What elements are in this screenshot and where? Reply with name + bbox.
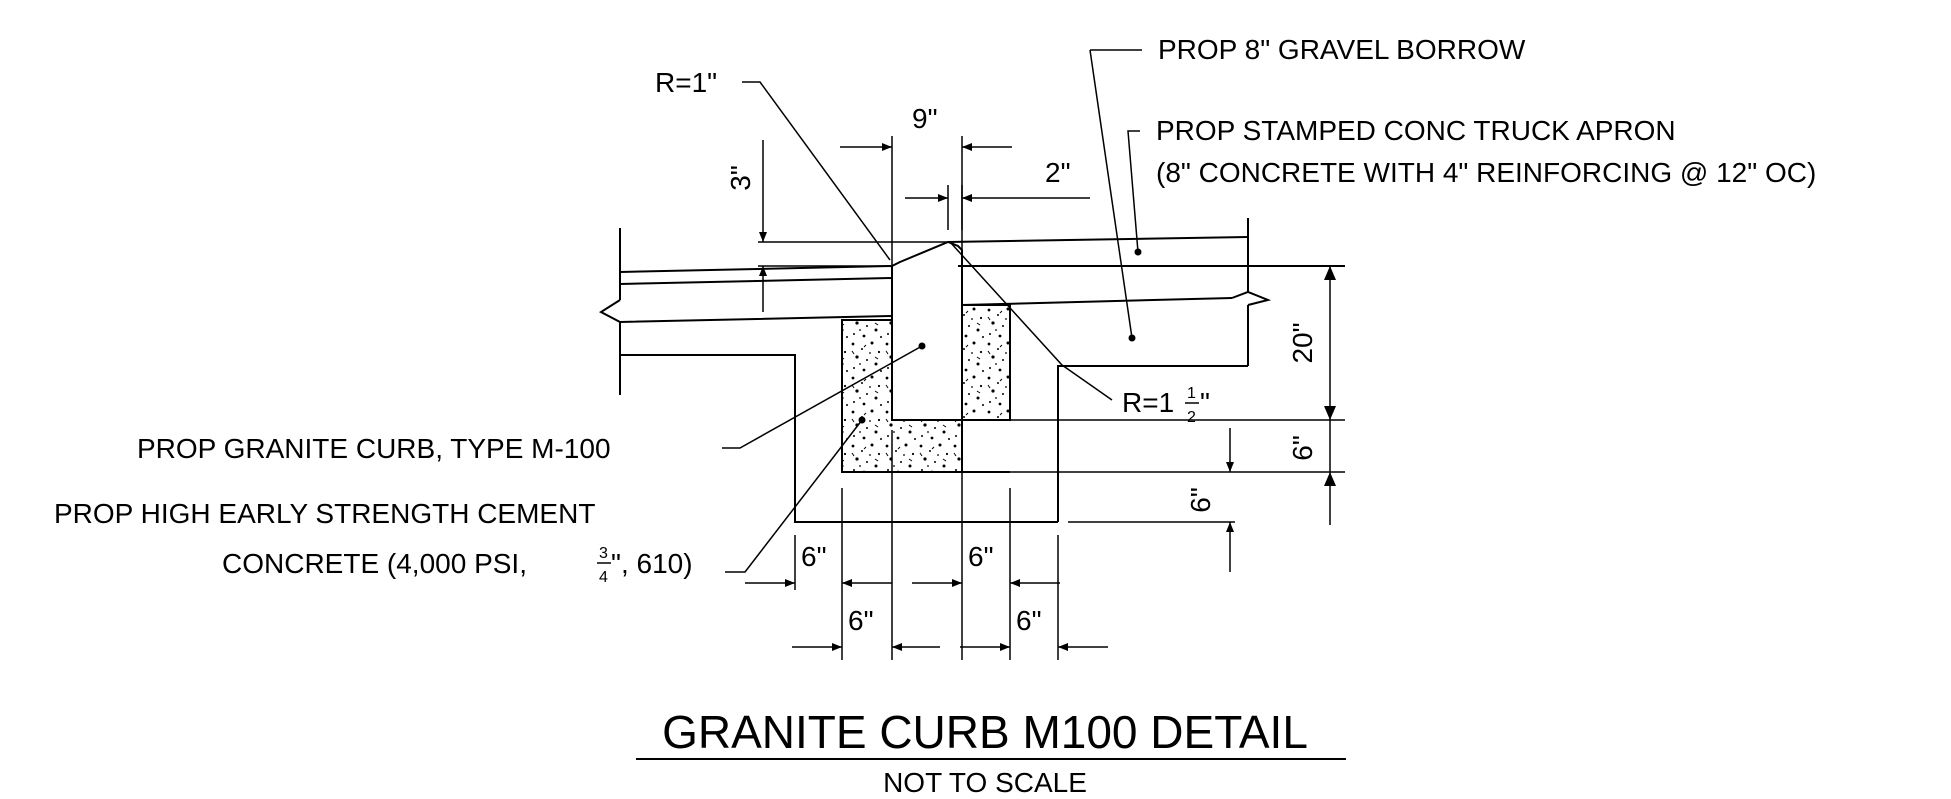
leader-apron [1127,130,1140,253]
dim-3in-label: 3" [725,165,756,191]
dim-6in-right-label: 6" [1287,435,1318,461]
dim-6in-right [1010,471,1345,486]
leader-concrete [725,419,863,573]
svg-text:CONCRETE (4,000 PSI,: CONCRETE (4,000 PSI, [222,548,527,579]
callout-gravel: PROP 8" GRAVEL BORROW [1158,34,1526,65]
bottom-dim-extensions [794,430,1059,660]
svg-text:": " [1200,387,1210,418]
dim-2in-label: 2" [1045,157,1071,188]
dim-6in-bedding [1068,428,1235,572]
svg-text:", 610): ", 610) [611,548,693,579]
dim-2in [905,185,1090,230]
dim-6in-left-outer-label: 6" [801,541,827,572]
svg-text:R=1: R=1 [1122,387,1174,418]
svg-text:2: 2 [1187,409,1196,426]
callout-radius-right: R=1 1 2 " [1122,385,1210,426]
drawing-title: GRANITE CURB M100 DETAIL [662,706,1308,758]
dim-6in-left-inner-label: 6" [848,605,874,636]
concrete-backing [841,304,1011,473]
dim-3in [758,140,948,312]
dim-20in-label: 20" [1287,322,1318,363]
dim-6in-bedding-label: 6" [1185,487,1216,513]
leader-radius-left [742,81,891,261]
callout-concrete-line2: CONCRETE (4,000 PSI, 3 4 ", 610) [222,545,693,586]
dim-6in-right-outer-label: 6" [1016,605,1042,636]
callout-radius-left: R=1" [655,67,717,98]
callout-curb: PROP GRANITE CURB, TYPE M-100 [137,433,611,464]
dim-6in-right-inner-label: 6" [968,541,994,572]
dim-9in-label: 9" [912,103,938,134]
svg-text:4: 4 [599,569,608,586]
leader-gravel-diag [1089,49,1133,339]
drawing-subtitle: NOT TO SCALE [883,767,1087,798]
callout-apron-line1: PROP STAMPED CONC TRUCK APRON [1156,115,1676,146]
leader-curb-dot [918,342,926,350]
callout-apron-line2: (8" CONCRETE WITH 4" REINFORCING @ 12" O… [1156,157,1816,188]
right-apron [947,218,1345,522]
svg-text:3: 3 [599,545,608,562]
leader-apron-dot [1134,248,1142,256]
callout-concrete-line1: PROP HIGH EARLY STRENGTH CEMENT [54,498,595,529]
left-pavement [599,228,1058,523]
leader-radius-right [949,241,1113,401]
svg-text:1: 1 [1187,385,1196,402]
leader-concrete-dot [858,416,866,424]
dim-9in [840,136,1012,268]
leader-gravel-dot [1128,334,1136,342]
granite-curb [891,240,963,420]
leader-curb [722,345,923,449]
